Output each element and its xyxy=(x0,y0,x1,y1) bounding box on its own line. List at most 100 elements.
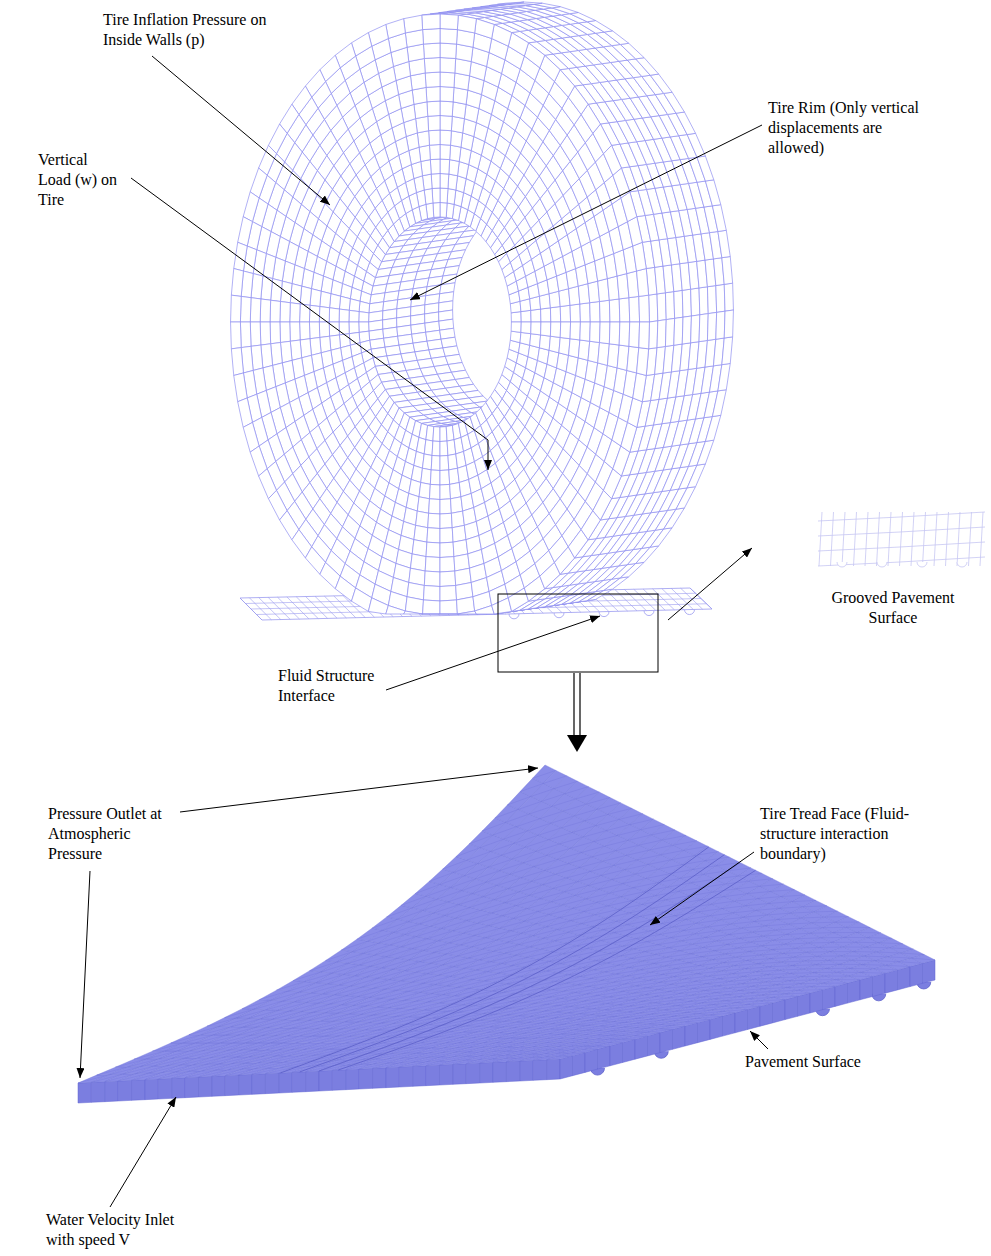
tire-mesh-cell xyxy=(425,557,440,572)
tire-mesh-cell xyxy=(260,299,271,322)
tire-mesh-cell xyxy=(440,43,457,59)
fluid-side-cell xyxy=(635,1036,648,1059)
tire-mesh-cell xyxy=(521,322,531,334)
fluid-side-cell xyxy=(748,1006,761,1029)
fluid-side-cell xyxy=(199,1076,212,1097)
tire-mesh-cell xyxy=(604,31,629,45)
tire-mesh-cell xyxy=(508,33,528,56)
fluid-side-cell xyxy=(453,1064,466,1085)
tire-mesh-cell xyxy=(452,525,466,542)
tire-mesh-cell xyxy=(404,15,423,33)
tire-mesh-cell xyxy=(724,283,733,311)
tire-mesh-cell xyxy=(590,322,600,343)
tire-mesh-cell xyxy=(531,309,541,322)
tire-mesh-cell xyxy=(724,310,733,338)
tire-mesh-cell xyxy=(417,497,429,513)
tire-mesh-cell xyxy=(416,511,429,528)
tire-mesh-cell xyxy=(619,322,630,346)
tire-mesh-cell xyxy=(569,286,580,305)
tire-mesh-cell xyxy=(440,58,456,73)
tire-mesh-cell xyxy=(705,415,720,441)
tire-mesh-cell xyxy=(520,332,531,345)
tire-mesh-cell xyxy=(440,159,450,174)
tire-mesh-cell xyxy=(657,293,666,321)
tire-mesh-cell xyxy=(451,131,463,147)
tire-mesh-cell xyxy=(628,217,643,246)
tire-mesh-cell xyxy=(430,159,440,174)
tire-mesh-cell xyxy=(425,72,440,87)
tire-mesh-cell xyxy=(240,296,251,322)
tire-mesh-cell xyxy=(440,499,451,514)
tire-mesh-cell xyxy=(440,557,455,572)
tire-mesh-cell xyxy=(428,513,440,528)
tire-mesh-cell xyxy=(664,92,685,113)
tire-mesh-cell xyxy=(431,455,440,470)
tire-mesh-cell xyxy=(448,174,458,190)
fluid-side-cell xyxy=(810,990,823,1013)
tire-mesh-cell xyxy=(423,585,440,601)
tire-mesh-cell xyxy=(676,487,696,510)
fluid-side-cell xyxy=(212,1076,225,1097)
tire-mesh-cell xyxy=(300,322,310,340)
tire-mesh-cell xyxy=(422,614,440,615)
fluid-side-cell xyxy=(413,1066,426,1087)
tire-mesh-cell xyxy=(550,322,560,337)
tire-mesh-cell xyxy=(300,339,311,358)
tire-mesh-cell xyxy=(451,116,464,133)
tire-mesh-cell xyxy=(440,174,449,189)
tire-mesh-cell xyxy=(718,230,730,257)
fluid-side-cell xyxy=(426,1065,439,1086)
zoom-arrow-shaft xyxy=(579,673,580,736)
tire-mesh-cell xyxy=(440,72,455,87)
tire-mesh-cell xyxy=(440,116,452,131)
tire-mesh-cell xyxy=(440,513,452,528)
tire-mesh-cell xyxy=(231,348,243,376)
tire-mesh-cell xyxy=(440,101,453,116)
fluid-side-cell xyxy=(118,1080,131,1101)
fluid-side-cell xyxy=(440,1064,453,1085)
tire-mesh-cell xyxy=(231,269,243,297)
fluid-side-cell xyxy=(480,1062,493,1083)
tire-mesh-cell xyxy=(600,322,610,344)
tire-mesh-cell xyxy=(339,296,350,310)
fluid-side-cell xyxy=(848,980,861,1003)
zoom-arrow-shaft xyxy=(573,673,574,736)
fluid-side-cell xyxy=(673,1026,686,1049)
tire-mesh-cell xyxy=(722,337,733,365)
fluid-side-cell xyxy=(78,1082,91,1103)
tire-mesh-cell xyxy=(330,294,341,309)
fluid-side-cell xyxy=(399,1066,412,1087)
tire-mesh-cell xyxy=(609,299,620,322)
tire-mesh-cell xyxy=(349,310,359,322)
tire-mesh-cell xyxy=(570,12,596,21)
tire-mesh-cell xyxy=(682,289,691,317)
fluid-side-cell xyxy=(735,1010,748,1033)
fluid-side-cell xyxy=(723,1013,736,1036)
tire-mesh-cell xyxy=(639,322,650,349)
tire-mesh-cell xyxy=(349,299,360,312)
fluid-side-cell xyxy=(785,996,798,1019)
tire-mesh-cell xyxy=(270,300,280,322)
fluid-side-cell xyxy=(520,1060,533,1081)
tire-mesh-cell xyxy=(707,312,716,340)
fluid-side-cell xyxy=(373,1068,386,1089)
tire-mesh-cell xyxy=(424,571,440,586)
tire-mesh-cell xyxy=(639,295,650,322)
tire-mesh-cell xyxy=(440,14,458,30)
tire-mesh-cell xyxy=(440,441,448,456)
tire-mesh-cell xyxy=(637,348,649,376)
fluid-side-cell xyxy=(860,977,873,1000)
tire-mesh-cell xyxy=(559,289,570,307)
tire-mesh-cell xyxy=(440,585,457,601)
pavement-groove xyxy=(644,611,654,616)
tire-mesh-cell xyxy=(386,605,406,614)
fluid-side-cell xyxy=(923,960,936,983)
tire-mesh-cell xyxy=(429,499,440,514)
tire-mesh-cell xyxy=(676,112,696,135)
tire-mesh-cell xyxy=(451,511,464,528)
tire-mesh-cell xyxy=(633,242,646,271)
tire-mesh-cell xyxy=(339,322,349,335)
tire-mesh-cell xyxy=(665,292,674,320)
tire-mesh-cell xyxy=(716,284,725,312)
tire-mesh-cell xyxy=(541,322,551,336)
